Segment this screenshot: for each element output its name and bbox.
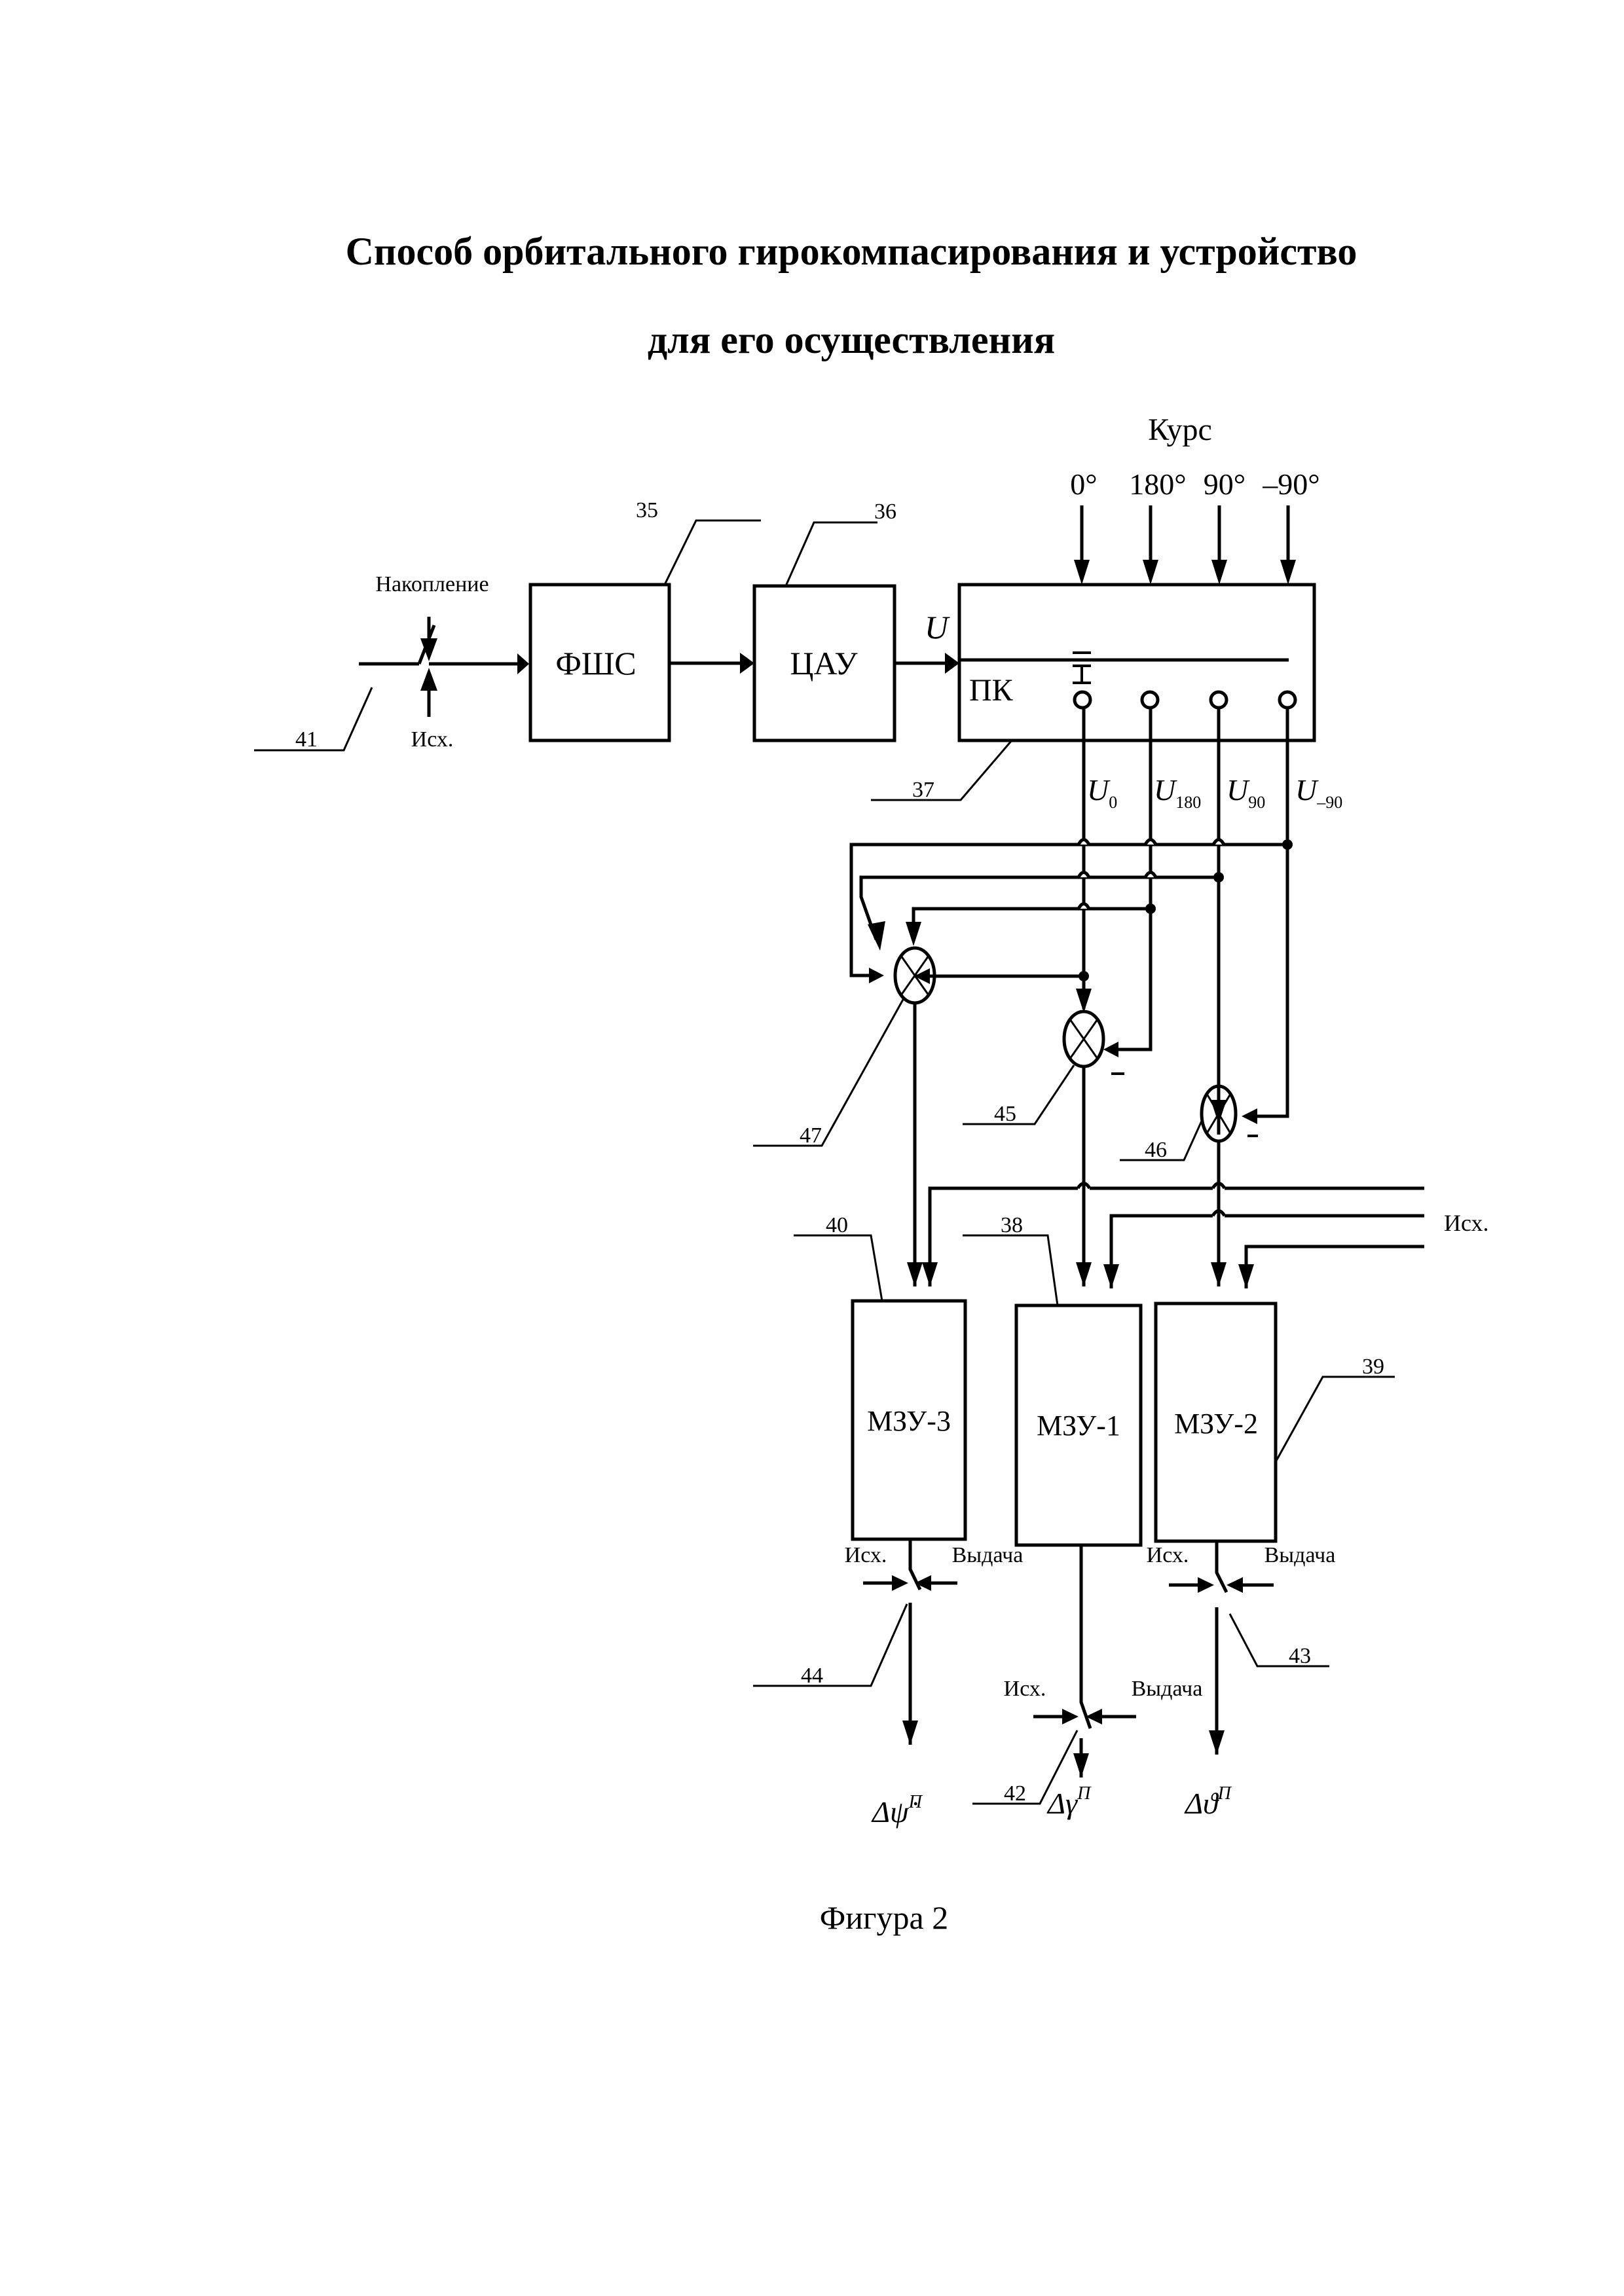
switch-44-left-label: Исх. [845,1543,887,1567]
course-angle-0: 0° [1070,467,1097,501]
terminal-u180 [1142,692,1158,708]
signal-u: U [925,609,950,646]
pk-label: ПК [969,673,1014,708]
switch-43-left-label: Исх. [1147,1543,1189,1567]
course-label: Курс [1148,412,1212,447]
terminal-um90 [1280,692,1295,708]
fsh-label: ФШС [555,645,636,682]
course-angle-minus90: –90° [1262,467,1320,501]
arrowhead [517,653,529,674]
leader-35 [665,520,761,585]
ref-36: 36 [874,500,896,524]
output-psi: Δψ̇П [871,1792,923,1829]
mzu2-label: МЗУ-2 [1174,1408,1258,1440]
leader-36 [786,522,877,586]
ref-45: 45 [994,1102,1016,1126]
leader-40 [794,1235,882,1301]
leader-37 [871,740,1012,800]
course-angle-180: 180° [1129,467,1186,501]
figure-caption: Фигура 2 [720,1899,1048,1937]
pk-block [959,585,1314,740]
ref-42: 42 [1004,1781,1026,1806]
reset-bus-label: Исх. [1444,1210,1489,1236]
course-arrows [1074,505,1296,585]
signal-u0: U0 [1087,773,1117,812]
ref-38: 38 [1001,1213,1023,1237]
switch-42-right-label: Выдача [1132,1677,1203,1701]
leader-44 [753,1604,907,1686]
switch-42-left-label: Исх. [1004,1677,1046,1701]
signal-um90: U–90 [1295,773,1342,812]
output-theta: ΔϑП [1184,1783,1232,1820]
ref-35: 35 [636,498,658,522]
cau-label: ЦАУ [790,645,858,682]
leader-39 [1276,1377,1395,1462]
ref-46: 46 [1145,1138,1167,1162]
ref-37: 37 [912,778,934,802]
output-gamma: ΔγП [1046,1783,1092,1820]
signal-u180: U180 [1154,773,1201,812]
ref-41: 41 [295,727,318,752]
signal-u90: U90 [1227,773,1265,812]
summer-47 [753,948,934,1146]
ref-43: 43 [1289,1644,1311,1668]
ref-44: 44 [801,1664,823,1688]
terminal-u90 [1211,692,1227,708]
switch-41-top-label: Накопление [375,572,489,596]
course-angle-90: 90° [1204,467,1246,501]
mzu1-label: МЗУ-1 [1037,1410,1120,1442]
switch-43-right-label: Выдача [1264,1543,1336,1567]
switch-44-right-label: Выдача [952,1543,1024,1567]
switch-41-bottom-label: Исх. [411,727,454,752]
ref-39: 39 [1362,1355,1384,1379]
leader-43 [1230,1614,1329,1666]
leader-38 [963,1235,1058,1305]
terminal-u0 [1075,692,1090,708]
ref-47: 47 [800,1123,822,1148]
mzu3-label: МЗУ-3 [867,1405,951,1437]
ref-40: 40 [826,1213,848,1237]
